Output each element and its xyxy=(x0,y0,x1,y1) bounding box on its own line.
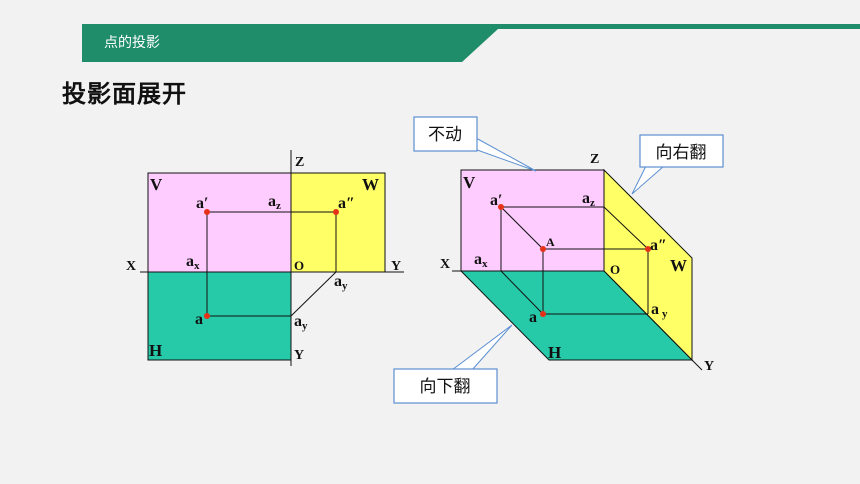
right-line-a-front-to-A xyxy=(500,206,544,250)
left-w-plane xyxy=(290,172,386,273)
right-v-plane xyxy=(460,169,605,272)
left-label-h: H xyxy=(149,341,162,360)
left-label-v: V xyxy=(150,175,163,194)
callout-down-flip-text: 向下翻 xyxy=(420,377,471,397)
right-label-o: O xyxy=(610,262,620,277)
callout-fixed-box xyxy=(413,116,478,152)
right-label-ax: ax xyxy=(474,251,488,270)
left-45-transfer xyxy=(290,271,337,317)
callout-right-flip: 向右翻 xyxy=(631,134,724,195)
callout-down-flip-pointer xyxy=(451,324,513,371)
page-title: 投影面展开 xyxy=(62,80,187,108)
left-label-o: O xyxy=(294,258,304,273)
header-title: 点的投影 xyxy=(104,35,160,51)
left-diagram: V W H Z X O Y Y a′ a″ a az ax ay ay xyxy=(126,150,404,366)
right-point-A xyxy=(540,246,546,252)
left-v-plane xyxy=(147,172,292,273)
callout-right-flip-text: 向右翻 xyxy=(656,143,707,163)
left-point-a-side xyxy=(333,209,339,215)
header-bar xyxy=(82,24,860,62)
left-label-a-front: a′ xyxy=(196,195,209,212)
callout-right-flip-pointer xyxy=(631,165,665,195)
left-label-y-w: Y xyxy=(391,259,401,274)
callout-fixed-pointer xyxy=(465,137,537,172)
right-point-a-side xyxy=(645,246,651,252)
right-label-az: az xyxy=(582,190,595,209)
right-label-h: H xyxy=(548,343,561,362)
right-label-w: W xyxy=(670,256,687,275)
right-label-a-front: a′ xyxy=(490,192,503,209)
left-label-a-side: a″ xyxy=(338,195,355,212)
callout-down-flip: 向下翻 xyxy=(393,324,513,404)
left-label-x: X xyxy=(126,259,136,274)
callout-right-flip-box xyxy=(639,134,724,168)
left-point-a-top xyxy=(204,313,210,319)
left-label-a-top: a xyxy=(195,311,203,328)
left-point-a-front xyxy=(204,209,210,215)
left-label-ay-w: ay xyxy=(334,273,348,292)
right-label-A: A xyxy=(546,235,555,249)
right-y-axis xyxy=(691,359,703,371)
left-projection-lines xyxy=(206,211,336,317)
right-label-z: Z xyxy=(590,152,599,167)
right-label-y: Y xyxy=(704,359,714,374)
right-line-az-to-a-side xyxy=(603,206,649,250)
right-label-x: X xyxy=(440,257,450,272)
right-point-a-top xyxy=(540,311,546,317)
left-label-z: Z xyxy=(295,155,304,170)
left-label-y-h: Y xyxy=(294,348,304,363)
left-label-az: az xyxy=(268,193,281,212)
left-label-w: W xyxy=(362,175,379,194)
callout-down-flip-box xyxy=(393,368,498,404)
right-label-a-side: a″ xyxy=(650,237,667,254)
left-label-ax: ax xyxy=(186,253,200,272)
right-label-v: V xyxy=(463,173,476,192)
callout-fixed-text: 不动 xyxy=(428,125,462,145)
right-point-a-front xyxy=(498,204,504,210)
right-label-a-top: a xyxy=(529,309,537,326)
left-label-ay-h: ay xyxy=(294,313,308,332)
right-line-ax-to-a-top xyxy=(500,270,544,315)
callout-fixed: 不动 xyxy=(413,116,537,172)
